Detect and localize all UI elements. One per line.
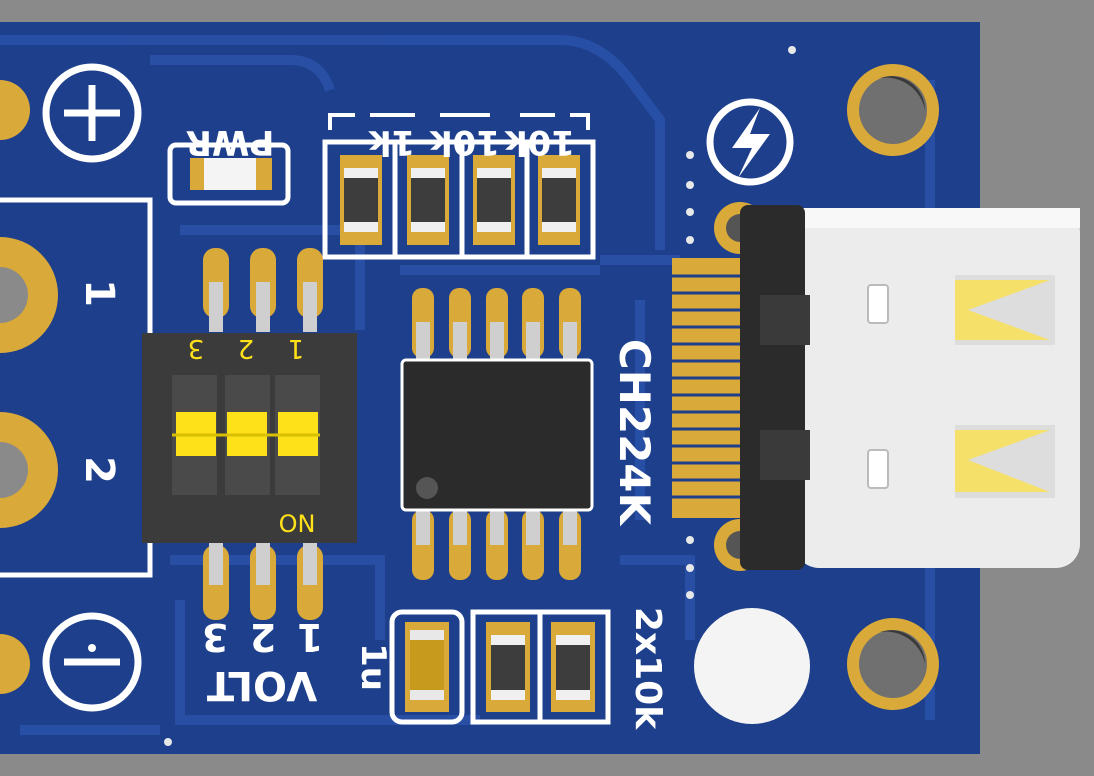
resistor-label-1k: 1k: [367, 122, 415, 162]
resistor-array: [322, 139, 596, 260]
volt-number-3: 3: [202, 615, 228, 659]
capacitor-1u: [389, 609, 465, 725]
dip-number-2: 2: [238, 333, 255, 363]
mounting-hole-left-bottom: [0, 634, 30, 694]
chip-name-label: CH224K: [610, 339, 659, 527]
terminal-pad-1: [0, 237, 58, 353]
terminal-pad-2: [0, 412, 58, 528]
resistor-label-10k-a: 10k: [429, 122, 500, 162]
resistor-pair-2x10k: [470, 609, 611, 725]
volt-number-1: 1: [297, 615, 323, 659]
resistor-pair-label: 2x10k: [627, 607, 668, 730]
lightning-bolt-icon: [706, 98, 794, 186]
dip-on-label: ON: [279, 510, 316, 538]
via-dots: [164, 46, 796, 746]
capacitor-label: 1u: [353, 643, 393, 691]
fiducial-mark: [694, 608, 810, 724]
mounting-hole-bottom-right: [847, 618, 939, 710]
terminal-label-2: 2: [76, 456, 122, 484]
plus-circle-icon: [42, 63, 142, 163]
resistor-label-10k-b: 10k: [504, 122, 575, 162]
terminal-label-1: 1: [76, 279, 122, 307]
mounting-hole-top-right: [847, 64, 939, 156]
volt-label: VOLT: [206, 662, 317, 708]
ch224k-chip: [400, 358, 594, 512]
dip-number-3: 3: [188, 333, 205, 363]
pwr-label: PWR: [186, 122, 275, 162]
pwr-led: [204, 158, 256, 190]
dip-number-1: 1: [288, 333, 305, 363]
resistor-bracket: [328, 113, 590, 130]
volt-number-2: 2: [250, 615, 276, 659]
minus-circle-icon: [42, 612, 142, 712]
usb-c-pads: [672, 258, 742, 518]
mounting-hole-left-top: [0, 80, 30, 140]
pwr-led-outline: [167, 142, 291, 206]
usb-c-connector[interactable]: [740, 205, 1080, 570]
